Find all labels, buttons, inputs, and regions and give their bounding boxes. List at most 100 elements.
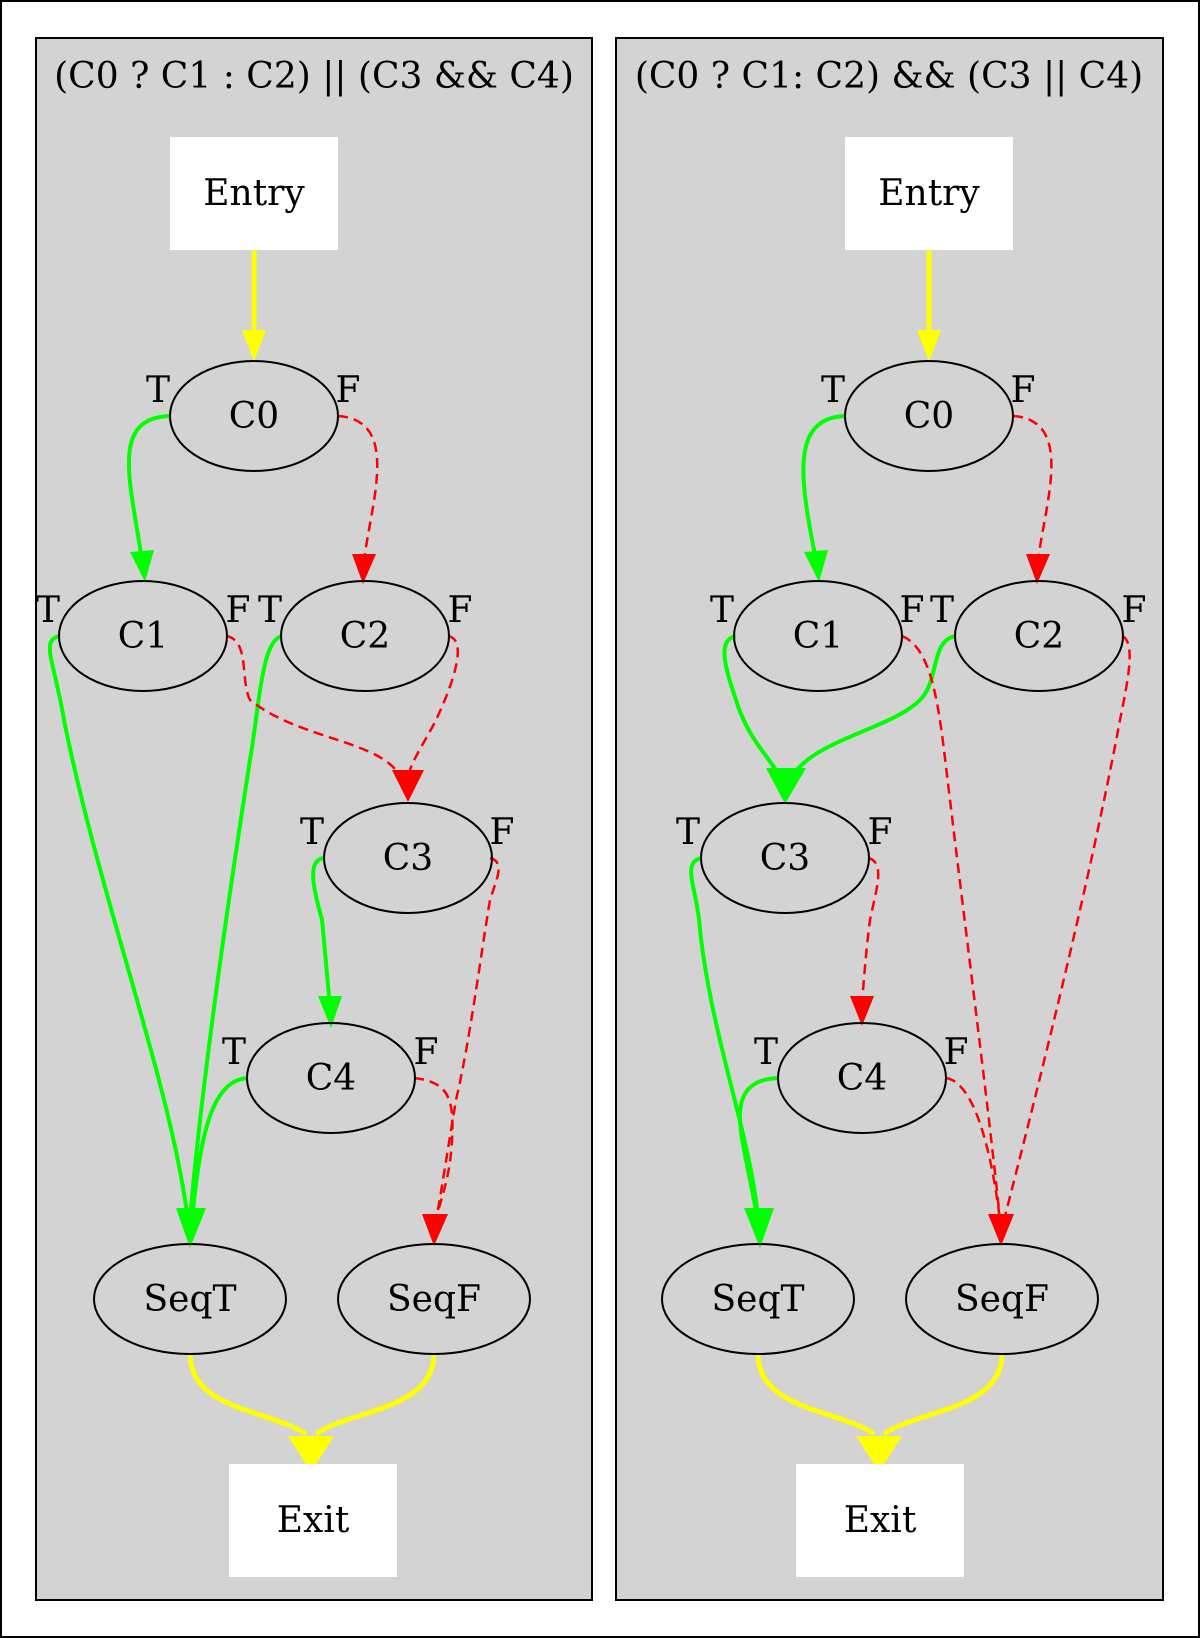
node-seqf <box>337 1243 531 1355</box>
node-seqt-label-r: SeqT <box>711 1279 804 1320</box>
edge-c4-true-seqt <box>190 1076 249 1221</box>
arrow-into-seqf-left <box>422 1214 448 1246</box>
node-c1-r <box>733 580 903 692</box>
node-c4 <box>246 1022 416 1134</box>
edge-c2-true-c3-r <box>788 634 957 781</box>
node-c3-label-r: C3 <box>760 838 810 879</box>
panel-left-edges <box>47 250 500 1472</box>
edge-c3-true-c4 <box>311 856 332 1005</box>
edge-c1-true-c3-r <box>722 634 784 781</box>
arrow-into-seqt-r <box>744 1208 774 1248</box>
panel-right-title: (C0 ? C1: C2) && (C3 || C4) <box>635 56 1143 97</box>
arrow-c0-false-c2 <box>352 554 376 584</box>
node-c2-label: C2 <box>340 616 390 657</box>
edge-c4-false-seqf <box>413 1076 454 1221</box>
node-c1 <box>58 580 228 692</box>
node-c2 <box>280 580 450 692</box>
arrow-c0-true-c1 <box>130 550 154 582</box>
node-entry-r <box>845 137 1013 250</box>
edge-c1-true-seqt <box>47 634 190 1221</box>
port-c1-true-r: T <box>710 590 734 631</box>
node-c0 <box>169 360 339 472</box>
port-c3-true-r: T <box>676 812 700 853</box>
node-c0-label: C0 <box>229 396 279 437</box>
port-c2-false: F <box>448 590 473 631</box>
node-seqf-r <box>905 1243 1099 1355</box>
port-c4-false-r: F <box>944 1032 969 1073</box>
node-entry-label: Entry <box>203 173 305 214</box>
edge-seqf-exit <box>314 1353 437 1437</box>
arrow-entry-c0 <box>242 330 266 362</box>
node-exit-label: Exit <box>277 1500 350 1541</box>
edge-seqt-exit <box>187 1353 308 1437</box>
port-c3-false: F <box>490 812 515 853</box>
edge-c1-false-seqf-r <box>901 634 1002 1221</box>
port-c4-true-r: T <box>754 1032 778 1073</box>
port-c3-false-r: F <box>868 812 893 853</box>
edge-c0-true-c1 <box>126 414 171 561</box>
node-seqt <box>93 1243 287 1355</box>
port-c0-true-r: T <box>821 370 845 411</box>
arrow-entry-c0-r <box>917 330 941 362</box>
arrow-c0-true-c1-r <box>804 550 828 582</box>
port-c4-false: F <box>414 1032 439 1073</box>
arrow-into-c3 <box>392 770 424 802</box>
edge-c3-true-seqt-r <box>689 856 760 1221</box>
arrow-into-exit-r <box>856 1436 902 1472</box>
node-c4-label: C4 <box>306 1058 356 1099</box>
port-c1-true: T <box>36 590 60 631</box>
arrow-seqt-left <box>176 1208 206 1248</box>
edge-c2-false-seqf-r <box>1002 634 1131 1221</box>
edge-c1-false-c3 <box>225 634 402 777</box>
node-seqf-label-r: SeqF <box>955 1279 1049 1320</box>
edge-c3-false-seqf <box>434 856 500 1221</box>
node-c1-label: C1 <box>118 616 168 657</box>
node-c4-label-r: C4 <box>837 1058 887 1099</box>
edge-c3-false-c4-r <box>860 856 880 1003</box>
arrow-c3-false-c4-r <box>850 996 874 1026</box>
node-exit-label-r: Exit <box>844 1500 917 1541</box>
node-c0-label-r: C0 <box>904 396 954 437</box>
port-c2-true-r: T <box>930 590 954 631</box>
node-c3 <box>323 802 493 914</box>
port-c0-true: T <box>146 370 170 411</box>
edge-c0-false-c2-r <box>1012 414 1053 561</box>
edge-c0-false-c2 <box>337 414 379 561</box>
edge-c4-false-seqf-r <box>945 1076 1002 1221</box>
arrow-c0-false-c2-r <box>1026 554 1050 584</box>
port-c0-false-r: F <box>1011 370 1036 411</box>
node-seqt-label: SeqT <box>143 1279 236 1320</box>
node-entry <box>170 137 338 250</box>
node-c2-r <box>954 580 1124 692</box>
port-c1-false-r: F <box>900 590 925 631</box>
edge-seqt-exit-r <box>755 1353 876 1437</box>
port-c3-true: T <box>300 812 324 853</box>
node-c3-label: C3 <box>383 838 433 879</box>
port-c2-false-r: F <box>1122 590 1147 631</box>
arrow-into-exit-left <box>288 1436 334 1472</box>
panel-right: (C0 ? C1: C2) && (C3 || C4) <box>615 37 1164 1601</box>
node-c2-label-r: C2 <box>1014 616 1064 657</box>
node-exit-r <box>796 1464 964 1577</box>
panel-right-edges <box>689 250 1131 1472</box>
node-c3-r <box>700 802 870 914</box>
node-seqf-label: SeqF <box>387 1279 481 1320</box>
port-c4-true: T <box>222 1032 246 1073</box>
edge-seqf-exit-r <box>882 1353 1005 1437</box>
edge-c4-true-seqt-r <box>738 1076 779 1221</box>
edge-c2-true-seqt <box>188 634 283 1221</box>
port-c1-false: F <box>226 590 251 631</box>
node-seqt-r <box>661 1243 855 1355</box>
panel-left: (C0 ? C1 : C2) || (C3 && C4) <box>35 37 593 1601</box>
node-c0-r <box>844 360 1014 472</box>
arrow-into-c3-r <box>766 768 806 804</box>
node-exit <box>229 1464 397 1577</box>
port-c2-true: T <box>258 590 282 631</box>
edge-c2-false-c3 <box>406 634 459 777</box>
panel-right-box <box>615 37 1164 1601</box>
node-entry-label-r: Entry <box>878 173 980 214</box>
node-c1-label-r: C1 <box>793 616 843 657</box>
panel-left-title: (C0 ? C1 : C2) || (C3 && C4) <box>54 56 574 97</box>
edge-c0-true-c1-r <box>801 414 846 561</box>
